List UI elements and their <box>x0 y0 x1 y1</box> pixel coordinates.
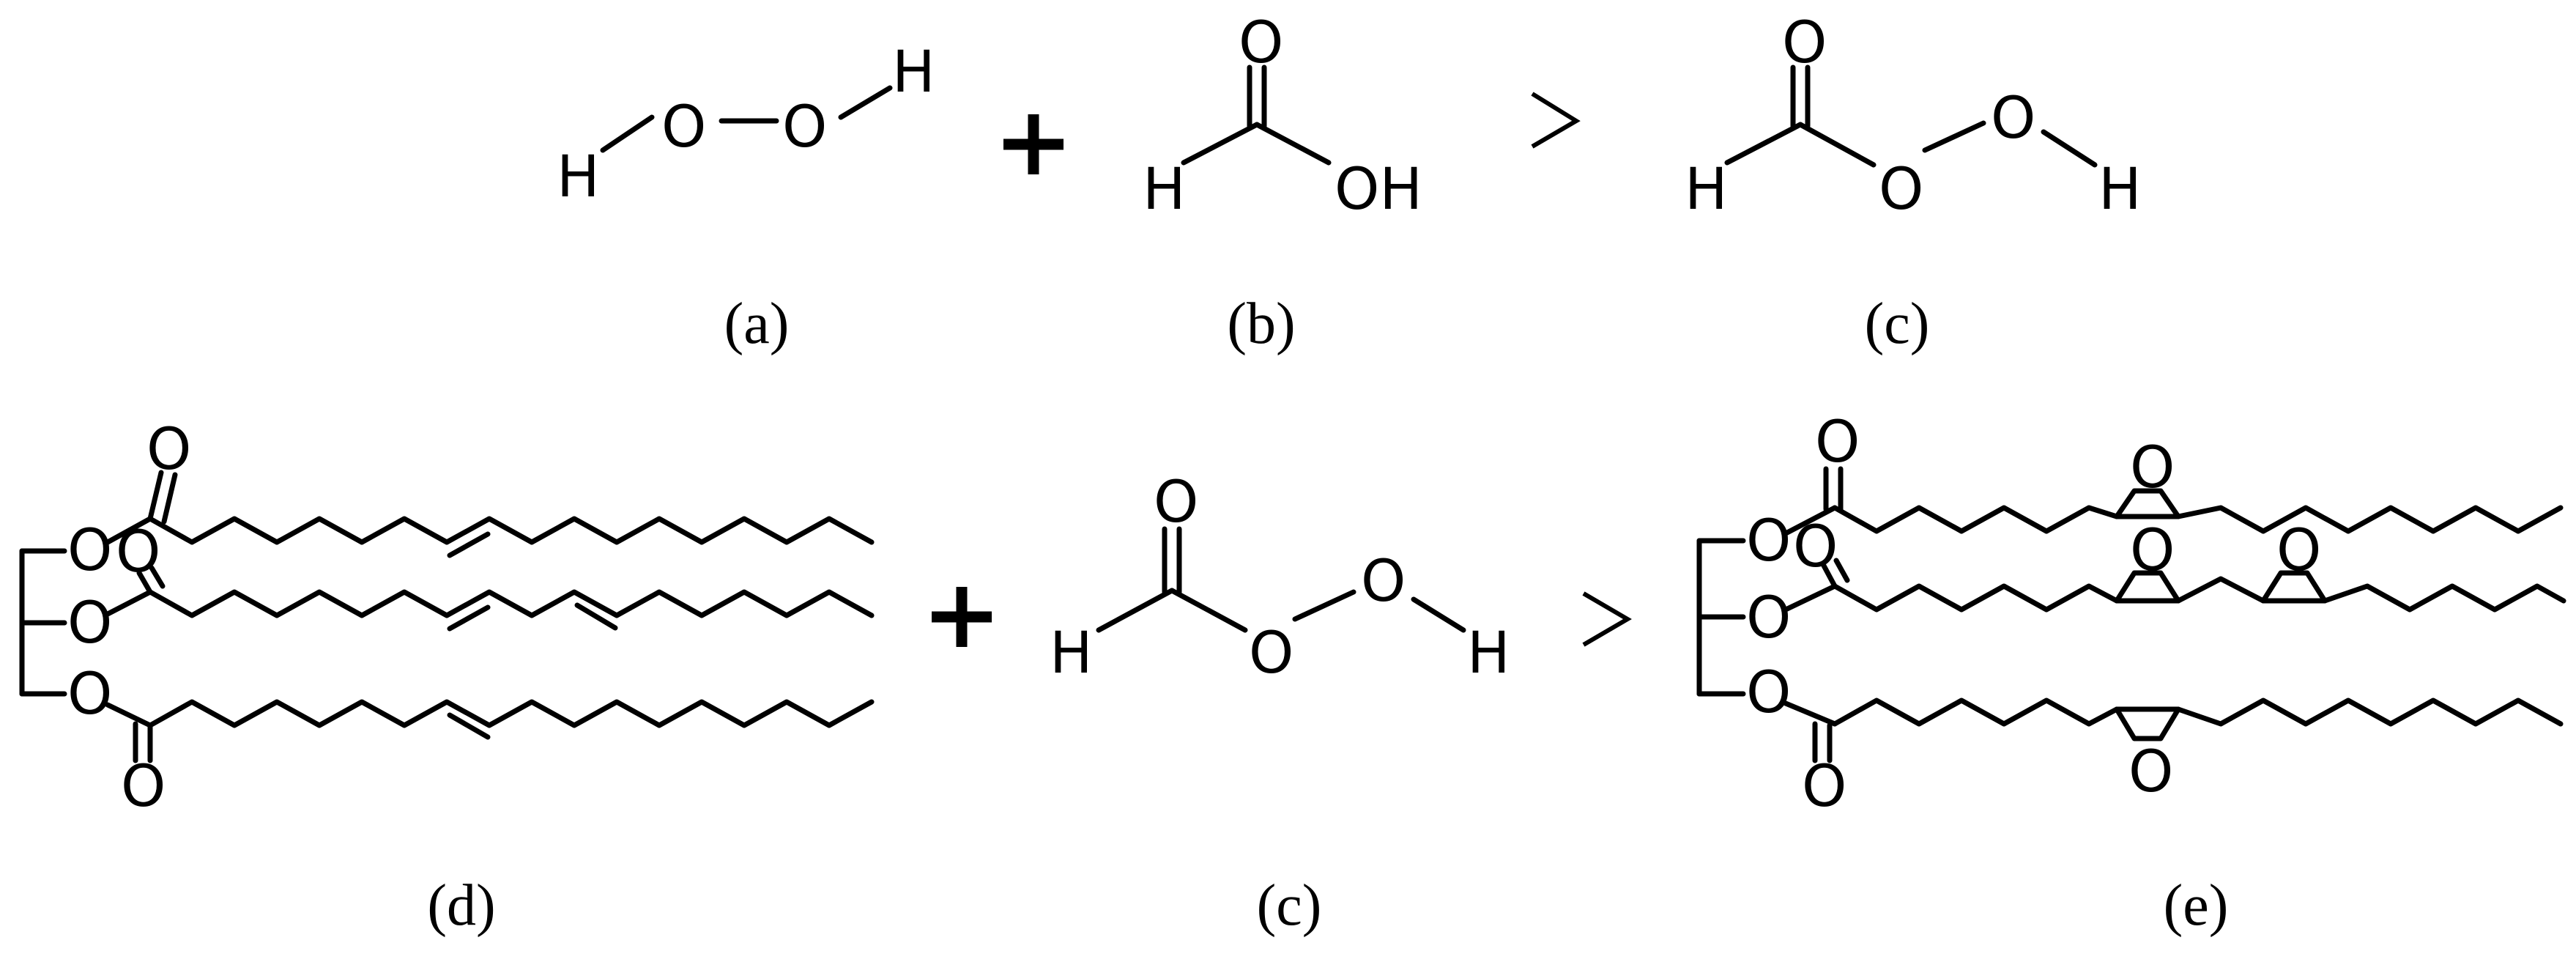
fatty-chain <box>2175 576 2266 604</box>
bond <box>1783 700 1838 727</box>
atom-o: O <box>67 662 112 728</box>
bond <box>1169 588 1248 633</box>
caption-c: (c) <box>1257 873 1322 938</box>
fatty-chain <box>2322 583 2566 613</box>
formic-acid-structure: O H OH <box>1143 10 1422 223</box>
bond <box>105 516 153 545</box>
epoxide-ring <box>2260 570 2328 604</box>
bond <box>1292 589 1356 622</box>
plus-sign <box>1003 114 1064 174</box>
atom-o: O <box>1746 660 1791 726</box>
atom-o: O <box>1802 754 1846 820</box>
bond <box>105 589 153 617</box>
bond <box>1833 558 1850 583</box>
atom-oh: OH <box>1335 157 1422 223</box>
bond <box>161 472 178 525</box>
caption-e: (e) <box>2164 873 2229 938</box>
atom-o: O <box>1154 470 1198 536</box>
atom-o: O <box>67 591 112 656</box>
atom-h: H <box>557 144 600 210</box>
atom-h: H <box>1143 157 1186 223</box>
bond <box>1922 120 1986 153</box>
plus-sign <box>932 587 992 647</box>
reaction-arrow-head <box>1582 591 1632 647</box>
fatty-chain <box>1832 698 2120 727</box>
fatty-chain <box>2175 505 2564 534</box>
epoxide-ring <box>2114 706 2181 741</box>
bond <box>1821 563 1838 589</box>
atom-o: O <box>121 754 166 820</box>
atom-o: O <box>1782 10 1827 76</box>
atom-o: O <box>1991 86 2035 152</box>
bond <box>1783 583 1838 613</box>
atom-o: O <box>2128 739 2173 805</box>
bond <box>1797 122 1877 168</box>
caption-c: (c) <box>1865 292 1930 356</box>
bond <box>1254 122 1332 166</box>
bond <box>600 114 655 153</box>
atom-o: O <box>67 518 112 584</box>
bond <box>1181 122 1260 166</box>
fatty-chain <box>1832 583 2120 613</box>
atom-h: H <box>1467 621 1510 687</box>
bond <box>105 702 153 728</box>
atom-o: O <box>1879 157 1923 223</box>
atom-o: O <box>146 417 191 483</box>
atom-h: H <box>892 40 935 106</box>
performic-acid-structure: O H O O H <box>1050 470 1510 687</box>
bond <box>1783 505 1838 536</box>
reaction-arrow-head <box>1531 92 1581 149</box>
atom-o: O <box>1239 10 1283 76</box>
hydrogen-peroxide-structure: H O O H <box>557 40 935 210</box>
bond <box>1411 596 1466 633</box>
bond <box>2041 129 2098 168</box>
atom-h: H <box>1685 157 1728 223</box>
fatty-chain <box>1832 505 2120 534</box>
triglyceride-structure: O O O O O O <box>19 417 875 820</box>
bond <box>1724 122 1803 166</box>
atom-o: O <box>661 95 706 160</box>
atom-o: O <box>2130 518 2175 584</box>
atom-o: O <box>1746 508 1791 574</box>
fatty-chain <box>147 699 875 728</box>
atom-o: O <box>782 95 827 160</box>
epoxidized-triglyceride-structure: O O O O O O O O O O <box>1696 410 2566 820</box>
fatty-chain <box>2175 698 2564 727</box>
atom-o: O <box>2276 518 2321 584</box>
fatty-chain <box>147 516 875 545</box>
bond <box>147 470 164 522</box>
caption-a: (a) <box>724 292 790 356</box>
bond <box>447 604 491 632</box>
atom-o: O <box>1361 549 1406 615</box>
bond <box>447 712 491 740</box>
atom-h: H <box>1050 621 1093 687</box>
bond <box>574 602 618 631</box>
bond <box>838 85 893 120</box>
performic-acid-structure: O H O O H <box>1685 10 2142 223</box>
bond <box>149 565 166 589</box>
bond <box>1096 588 1175 633</box>
epoxide-ring <box>2114 488 2181 519</box>
bond <box>447 531 491 558</box>
epoxide-ring <box>2114 570 2181 604</box>
atom-o: O <box>116 519 160 585</box>
atom-o: O <box>1249 621 1293 687</box>
atom-o: O <box>1793 514 1838 580</box>
bond <box>136 570 153 595</box>
atom-o: O <box>1815 410 1860 476</box>
caption-d: (d) <box>427 873 495 938</box>
atom-o: O <box>2130 435 2175 501</box>
atom-o: O <box>1746 585 1791 651</box>
fatty-chain <box>147 589 875 618</box>
caption-b: (b) <box>1227 292 1295 356</box>
atom-h: H <box>2098 157 2142 223</box>
